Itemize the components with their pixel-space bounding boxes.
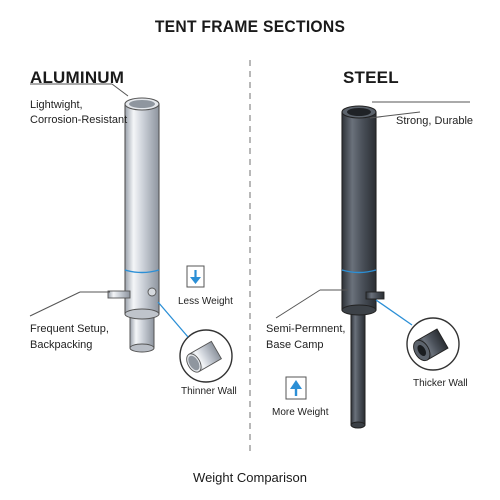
arrow-down-icon (186, 265, 205, 288)
steel-use-line2: Base Camp (266, 339, 324, 351)
steel-cross-section (406, 317, 460, 371)
aluminum-property-line2: Corrosion-Resistant (30, 114, 128, 126)
aluminum-weight-note: Less Weight (178, 296, 233, 307)
steel-property: Strong, Durable (396, 115, 474, 127)
page-title: TENT FRAME SECTIONS (154, 17, 346, 36)
aluminum-property-line1: Lightwight, (30, 99, 83, 111)
arrow-up-icon (285, 376, 307, 400)
aluminum-use-line1: Frequent Setup, (30, 323, 109, 335)
aluminum-pole (107, 97, 160, 353)
steel-heading: STEEL (343, 68, 399, 87)
steel-weight-note: More Weight (272, 407, 329, 418)
steel-pole (341, 105, 385, 429)
steel-wall-note: Thicker Wall (413, 378, 468, 389)
aluminum-wall-note: Thinner Wall (181, 386, 237, 397)
aluminum-heading: ALUMINUM (30, 68, 125, 87)
aluminum-use-line2: Backpacking (30, 339, 93, 351)
steel-use-line1: Semi-Permnent, (266, 323, 346, 335)
aluminum-cross-section (179, 329, 233, 383)
weight-comparison-caption: Weight Comparison (193, 470, 307, 485)
